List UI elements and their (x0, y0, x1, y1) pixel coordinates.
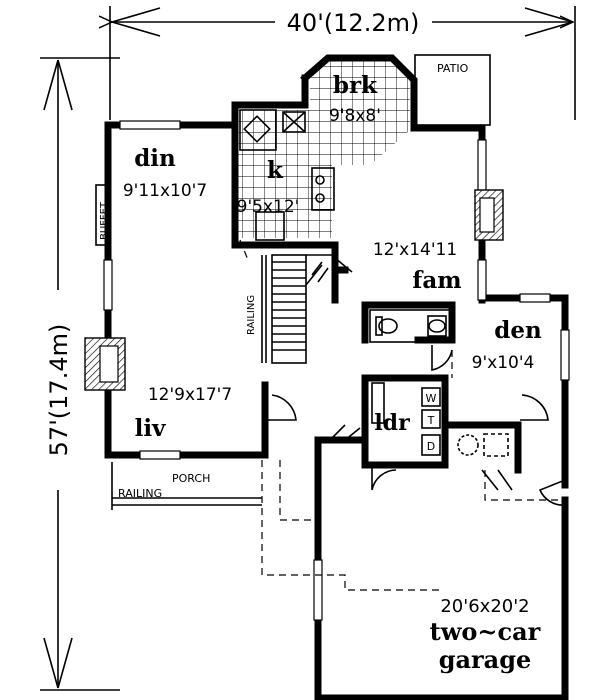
windows (103, 120, 570, 621)
din-name: din (134, 145, 176, 172)
buffet (95, 184, 111, 246)
patio (414, 54, 491, 126)
stairs: RAILING (246, 254, 336, 364)
laundry-fixtures: W T D (371, 382, 441, 456)
porch-label: PORCH (172, 472, 210, 485)
doors (268, 257, 566, 506)
porch: PORCH RAILING (111, 462, 262, 510)
depth-dimension: 57'(17.4m) (40, 57, 120, 691)
liv-name: liv (135, 415, 166, 442)
ldr-name: ldr (374, 410, 410, 436)
utility-equipment (457, 433, 509, 457)
brk-name: brk (333, 72, 378, 99)
fireplace-family (474, 189, 504, 241)
k-name: k (267, 157, 284, 184)
buffet-label: BUFFET (99, 201, 110, 240)
fam-name: fam (412, 267, 461, 294)
dashed-lines (239, 239, 565, 591)
liv-size: 12'9x17'7 (148, 385, 232, 405)
patio-label: PATIO (437, 62, 469, 75)
den-size: 9'x10'4 (472, 353, 535, 373)
washer-label: W (426, 392, 437, 405)
kitchen-fixtures (239, 109, 335, 241)
width-label: 40'(12.2m) (287, 9, 420, 37)
width-dimension: 40'(12.2m) (110, 6, 576, 120)
brk-size: 9'8x8' (329, 106, 381, 126)
stair-railing-label: RAILING (246, 295, 257, 335)
garage-size: 20'6x20'2 (440, 596, 529, 617)
din-size: 9'11x10'7 (123, 181, 207, 201)
garage-name-line2: garage (439, 645, 532, 674)
powder-room (369, 309, 451, 343)
breakfast-floor (310, 60, 410, 165)
tub-label: T (427, 414, 435, 427)
fireplace-living (84, 337, 126, 391)
k-size: 9'5x12' (237, 197, 300, 217)
garage-name-line1: two~car (430, 617, 541, 646)
dryer-label: D (427, 440, 435, 453)
den-name: den (494, 317, 542, 344)
depth-label: 57'(17.4m) (45, 324, 73, 457)
fam-size: 12'x14'11 (373, 240, 457, 260)
porch-railing-label: RAILING (118, 487, 162, 500)
